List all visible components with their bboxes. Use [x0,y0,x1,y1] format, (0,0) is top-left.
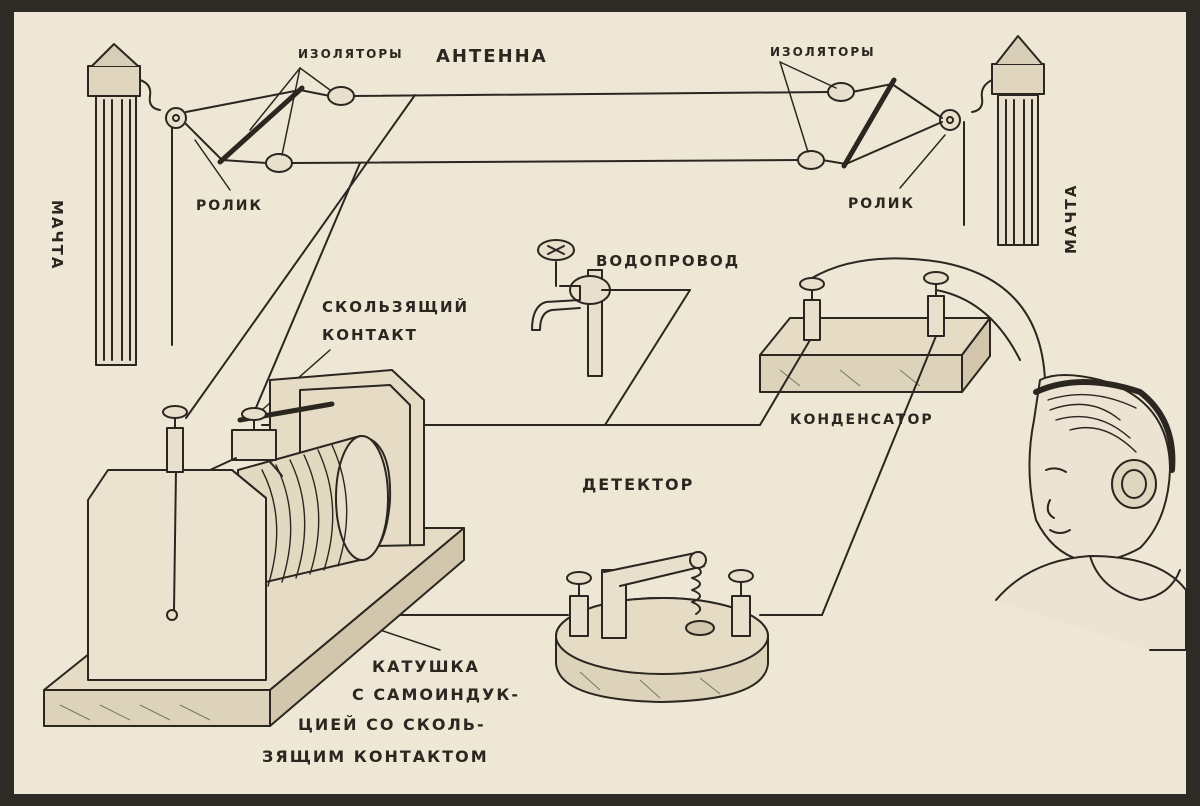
coil-label-4: ЗЯЩИМ КОНТАКТОМ [262,747,489,766]
mast-label-right: МАЧТА [1062,184,1080,255]
detector [555,551,769,703]
insulators-label-right: ИЗОЛЯТОРЫ [770,45,876,59]
insulators-label-left: ИЗОЛЯТОРЫ [298,47,404,61]
pulley-label-left: РОЛИК [196,198,263,214]
coil-label-3: ЦИЕЙ СО СКОЛЬ- [298,715,486,734]
capacitor-label: КОНДЕНСАТОР [790,412,934,428]
coil-label-1: КАТУШКА [372,657,480,676]
sliding-contact-label-2: КОНТАКТ [322,326,418,344]
antenna-wires [185,77,943,419]
left-mast [87,43,173,366]
antenna-label: АНТЕННА [436,46,548,67]
pulley-label-right: РОЛИК [848,196,915,212]
mast-label-left: МАЧТА [48,200,66,271]
left-pulley [139,79,187,129]
detector-label: ДЕТЕКТОР [582,475,694,494]
right-mast [963,35,1045,246]
right-pulley [939,79,993,131]
sliding-contact-label-1: СКОЛЬЗЯЩИЙ [322,297,469,316]
capacitor [759,271,991,393]
water-tap [531,239,691,426]
listener [995,374,1187,651]
coil [43,369,465,727]
water-pipe-label: ВОДОПРОВОД [596,252,740,270]
shading [59,369,921,721]
coil-label-2: С САМОИНДУК- [352,685,520,704]
